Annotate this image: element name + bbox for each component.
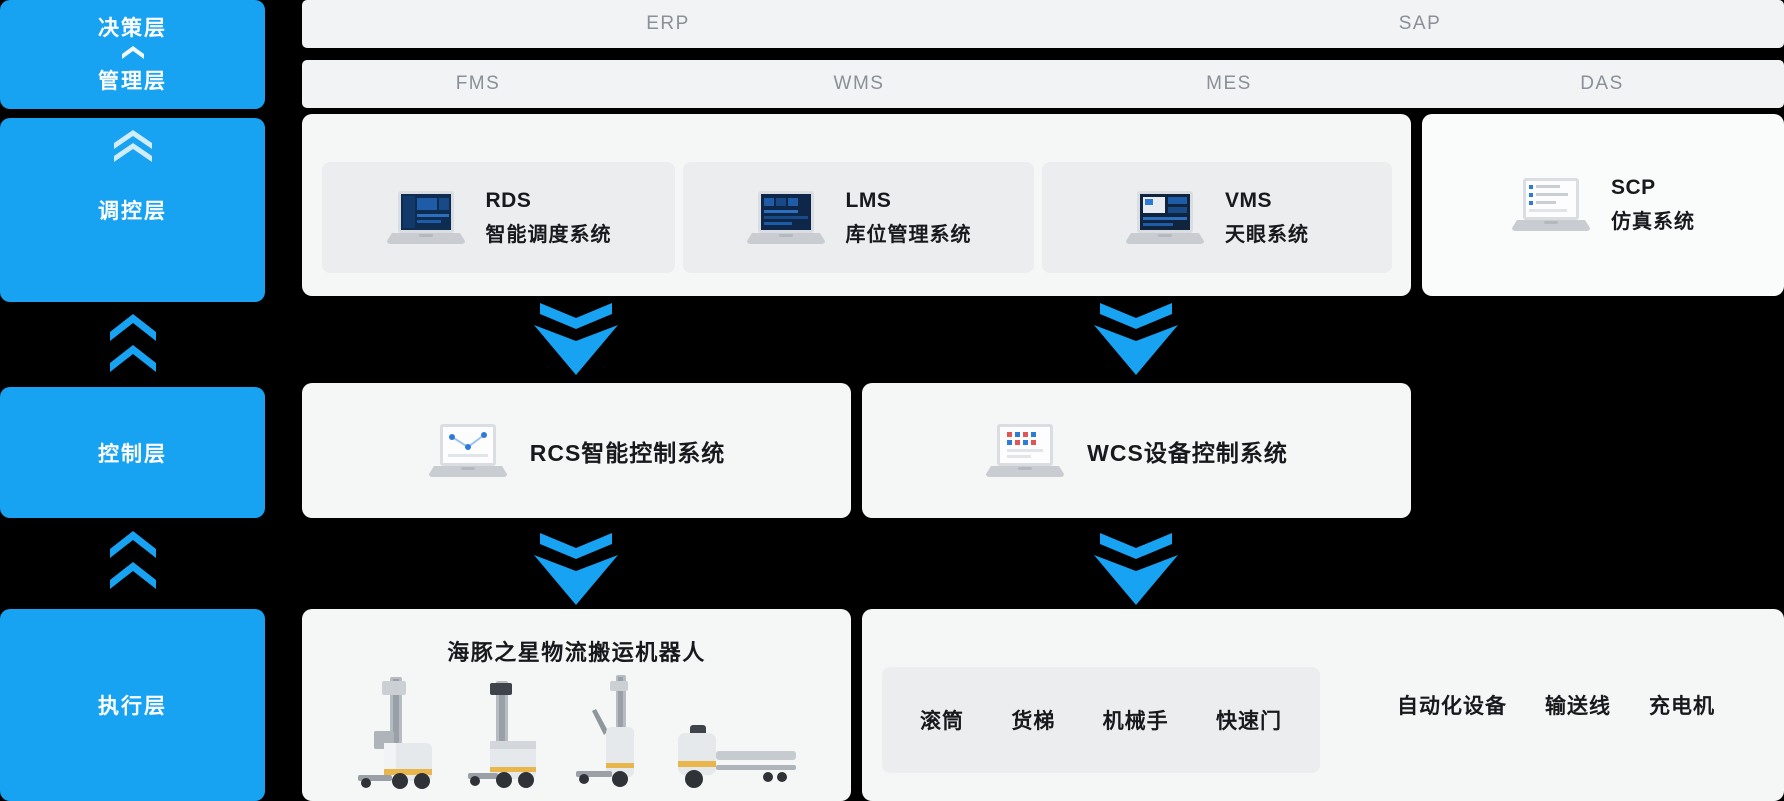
scp-text: SCP 仿真系统 bbox=[1611, 176, 1695, 234]
robots-title: 海豚之星物流搬运机器人 bbox=[447, 640, 706, 665]
robots-panel: 海豚之星物流搬运机器人 bbox=[302, 609, 851, 801]
rcs-label: RCS智能控制系统 bbox=[529, 439, 726, 466]
equipment-item-robot-arm: 机械手 bbox=[1102, 710, 1169, 733]
forklift-agv-icon-2 bbox=[467, 681, 536, 788]
erp-label: ERP bbox=[646, 13, 690, 34]
chevron-up-icon bbox=[113, 130, 152, 162]
pallet-truck-agv-icon bbox=[677, 725, 796, 788]
das-label: DAS bbox=[1580, 73, 1624, 94]
layer-label-decision: 决策层 bbox=[98, 17, 167, 40]
laptop-icon bbox=[1126, 190, 1204, 244]
lms-card: LMS 库位管理系统 bbox=[683, 162, 1034, 273]
vms-title: VMS bbox=[1225, 188, 1273, 212]
laptop-icon bbox=[386, 190, 465, 244]
chevron-up-icon bbox=[121, 46, 144, 59]
equipment-item-rapid-door: 快速门 bbox=[1215, 710, 1282, 733]
double-arrow-down-icon bbox=[534, 533, 618, 605]
laptop-icon bbox=[1512, 178, 1590, 231]
layer-label-control: 控制层 bbox=[98, 442, 167, 466]
layer-box-regulation: 调控层 bbox=[0, 118, 265, 302]
forklift-agv-icon-1 bbox=[357, 677, 432, 789]
equipment-item-charger: 充电机 bbox=[1649, 695, 1715, 718]
forklift-agv-icon-3 bbox=[575, 675, 634, 787]
rds-card: RDS 智能调度系统 bbox=[322, 162, 675, 273]
scp-title: SCP bbox=[1611, 176, 1656, 199]
layer-box-decision-management: 决策层 管理层 bbox=[0, 0, 265, 109]
regulation-panel: RDS 智能调度系统 LMS 库位管理系统 bbox=[302, 114, 1411, 296]
fms-label: FMS bbox=[455, 73, 501, 94]
equipment-item-conveyor: 输送线 bbox=[1545, 695, 1611, 718]
double-arrow-down-icon bbox=[534, 303, 618, 375]
double-arrow-down-icon bbox=[1094, 533, 1178, 605]
layer-label-regulation: 调控层 bbox=[98, 200, 167, 223]
wms-label: WMS bbox=[833, 73, 885, 94]
equipment-extra-group: 自动化设备 输送线 充电机 bbox=[1397, 609, 1715, 801]
layer-box-execution: 执行层 bbox=[0, 609, 265, 801]
mes-label: MES bbox=[1206, 73, 1252, 94]
vms-text: VMS 天眼系统 bbox=[1225, 189, 1309, 247]
robots-row bbox=[302, 675, 851, 789]
laptop-icon bbox=[986, 423, 1065, 477]
layer-label-management: 管理层 bbox=[98, 70, 167, 93]
wcs-label: WCS设备控制系统 bbox=[1087, 439, 1288, 466]
equipment-item-automation: 自动化设备 bbox=[1397, 695, 1507, 718]
scp-subtitle: 仿真系统 bbox=[1611, 211, 1695, 233]
vms-card: VMS 天眼系统 bbox=[1042, 162, 1392, 273]
equipment-item-cargo-lift: 货梯 bbox=[1011, 710, 1056, 733]
layer-label-execution: 执行层 bbox=[98, 695, 167, 718]
chevron-up-icon bbox=[110, 314, 156, 372]
scp-panel: SCP 仿真系统 bbox=[1422, 114, 1784, 296]
equipment-item-roller: 滚筒 bbox=[920, 710, 964, 733]
layer-box-control: 控制层 bbox=[0, 387, 265, 518]
rds-text: RDS 智能调度系统 bbox=[486, 189, 612, 247]
laptop-icon bbox=[746, 190, 825, 244]
fms-wms-mes-das-bar: FMS WMS MES DAS bbox=[302, 60, 1784, 108]
equipment-panel: 滚筒 货梯 机械手 快速门 自动化设备 输送线 充电机 bbox=[862, 609, 1784, 801]
wcs-panel: WCS设备控制系统 bbox=[862, 383, 1411, 518]
chevron-up-icon bbox=[110, 531, 156, 589]
laptop-icon bbox=[428, 423, 507, 477]
rds-subtitle: 智能调度系统 bbox=[485, 223, 612, 246]
rds-title: RDS bbox=[485, 188, 532, 212]
rcs-panel: RCS智能控制系统 bbox=[302, 383, 851, 518]
erp-sap-bar: ERP SAP bbox=[302, 0, 1784, 48]
equipment-card: 滚筒 货梯 机械手 快速门 bbox=[882, 667, 1320, 773]
vms-subtitle: 天眼系统 bbox=[1225, 223, 1309, 246]
lms-text: LMS 库位管理系统 bbox=[846, 189, 972, 247]
double-arrow-down-icon bbox=[1094, 303, 1178, 375]
lms-subtitle: 库位管理系统 bbox=[845, 223, 972, 246]
lms-title: LMS bbox=[845, 188, 892, 212]
sap-label: SAP bbox=[1398, 13, 1442, 34]
